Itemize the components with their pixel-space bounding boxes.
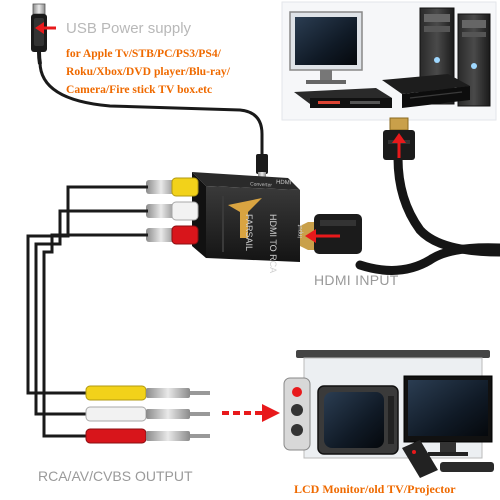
farsail-logo	[228, 198, 262, 238]
usb-power-label: USB Power supply	[66, 20, 192, 37]
rca-plug-yellow	[146, 177, 199, 197]
rca-plug-yellow-bottom	[85, 385, 210, 401]
red-arrow-left	[305, 229, 340, 243]
red-arrow-right	[222, 404, 280, 422]
monitor-icon	[289, 11, 363, 84]
game-console-icon	[382, 74, 470, 108]
hdmi-cable	[355, 153, 500, 275]
rca-plug-red-bottom	[85, 428, 210, 444]
dvd-player-icon	[294, 88, 392, 108]
device-brand: FARSAIL	[244, 214, 254, 252]
rca-cables	[26, 185, 148, 438]
red-arrow-up	[392, 133, 406, 158]
compat-line: Roku/Xbox/DVD player/Blu-ray/	[66, 65, 230, 78]
soundbar-icon	[440, 462, 494, 472]
source-devices-panel	[281, 1, 497, 121]
compat-line: for Apple Tv/STB/PC/PS3/PS4/	[66, 47, 221, 60]
rca-plug-red	[146, 225, 199, 245]
device-port-top-sub: Converter	[249, 181, 273, 189]
display-targets-label: LCD Monitor/old TV/Projector	[294, 482, 456, 496]
lcd-monitor-icon	[403, 375, 493, 456]
device-port-side: Input	[298, 224, 304, 238]
compat-line: Camera/Fire stick TV box.etc	[66, 83, 213, 96]
rca-output-label: RCA/AV/CVBS OUTPUT	[38, 468, 193, 484]
usb-plug	[31, 3, 47, 65]
crt-tv-icon	[317, 385, 399, 455]
rca-plug-white-bottom	[85, 406, 210, 422]
remote-control-icon	[283, 377, 311, 451]
compatible-devices-text: for Apple Tv/STB/PC/PS3/PS4/ Roku/Xbox/D…	[66, 45, 230, 99]
red-arrow-usb	[35, 22, 56, 34]
rca-plug-white	[146, 201, 199, 221]
device-model: HDMI TO RCA	[268, 214, 278, 274]
usb-micro-plug	[256, 154, 268, 180]
hdmi-input-label: HDMI INPUT	[314, 272, 399, 288]
device-port-top: HDMI	[275, 179, 292, 187]
usb-cable	[38, 61, 264, 160]
tv-remote-small-icon	[402, 440, 438, 478]
